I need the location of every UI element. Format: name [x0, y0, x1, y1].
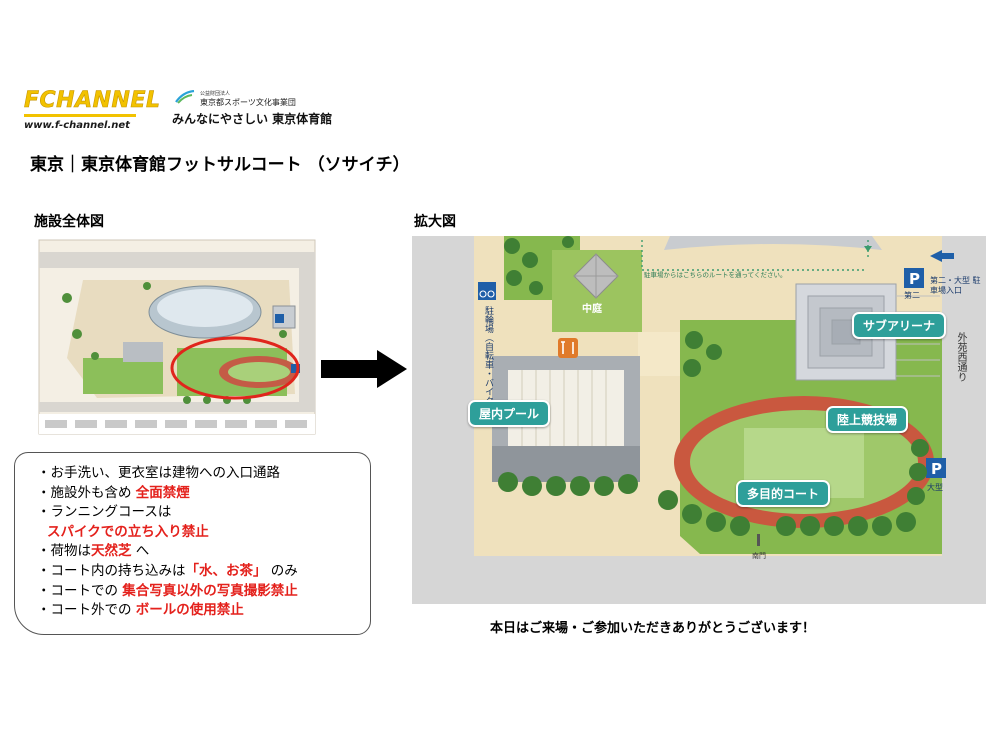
overview-map-illustration [37, 238, 317, 436]
indoor-pool-label: 屋内プール [468, 400, 551, 427]
rule-item: ・お手洗い、更衣室は建物への入口通路 [37, 464, 298, 484]
rule-text: ・荷物は [37, 543, 91, 560]
second-label: 第二 [904, 290, 920, 300]
parking-2nd-entrance-label: 第二・大型 駐車場入口 [930, 276, 981, 295]
rule-text: ・お手洗い、更衣室は建物への入口通路 [37, 465, 280, 481]
gaien-nishi-street-label: 外苑西通り [955, 332, 966, 382]
rule-item: ・荷物は天然芝 へ [37, 542, 298, 562]
rule-item: スパイクでの立ち入り禁止 [37, 523, 298, 543]
route-note-label: 駐車場からはこちらのルートを通ってください。 [644, 270, 786, 279]
athletics-stadium-label: 陸上競技場 [826, 406, 909, 433]
rule-item: ・施設外も含め 全面禁煙 [37, 484, 298, 504]
south-gate-label: 南門 [752, 551, 766, 560]
fchannel-url: www.f-channel.net [24, 120, 130, 131]
rule-highlight-text: 「水、お茶」 [185, 562, 267, 579]
multipurpose-court-label: 多目的コート [736, 480, 831, 507]
sub-arena-label: サブアリーナ [852, 312, 947, 339]
thanks-message: 本日はご来場・ご参加いただきありがとうございます！ [490, 621, 816, 636]
rule-text: ・コートでの [37, 582, 123, 599]
page-title: 東京｜東京体育館フットサルコート （ソサイチ） [30, 155, 410, 175]
rule-highlight-text: ボールの使用禁止 [135, 602, 244, 619]
rules-list: ・お手洗い、更衣室は建物への入口通路・施設外も含め 全面禁煙・ランニングコースは… [37, 464, 298, 621]
section-title-overall: 施設全体図 [34, 214, 104, 230]
bike-parking-label: 駐輪場（自転車・バイク） [483, 306, 493, 414]
rule-text: ・ランニングコースは [37, 504, 172, 521]
rule-highlight-text: 集合写真以外の写真撮影禁止 [122, 582, 298, 599]
tmg-facility-name: みんなにやさしい 東京体育館 [172, 112, 333, 126]
rule-item: ・コート内の持ち込みは「水、お茶」 のみ [37, 562, 298, 582]
courtyard-label: 中庭 [582, 302, 603, 315]
tmg-org-name: 東京都スポーツ文化事業団 [200, 98, 296, 107]
rule-text: ・コート内の持ち込みは [37, 562, 186, 579]
tmg-mark-icon [175, 90, 195, 104]
fchannel-logo: FCHANNEL www.f-channel.net [22, 88, 161, 136]
section-title-zoom: 拡大図 [414, 214, 456, 230]
large-parking-label: 大型 [927, 482, 943, 492]
fchannel-logo-underline [24, 114, 136, 117]
fchannel-logo-text: FCHANNEL [24, 88, 161, 114]
facility-overview-map [37, 238, 317, 436]
zoomed-facility-map: P P 中庭 駐車場からはこちらのルートを通ってください。 第二 大型 南門 駐… [412, 236, 986, 604]
rule-item: ・コート外での ボールの使用禁止 [37, 601, 298, 621]
rule-item: ・コートでの 集合写真以外の写真撮影禁止 [37, 582, 298, 602]
rule-text: ・施設外も含め [37, 484, 136, 501]
parking-2nd-sign-text: P [909, 270, 920, 288]
tmg-small-label: 公益財団法人 [200, 91, 231, 97]
rule-text: のみ [266, 562, 298, 579]
tokyo-gymnasium-logo: 公益財団法人 東京都スポーツ文化事業団 みんなにやさしい 東京体育館 [172, 90, 362, 128]
rules-box: ・お手洗い、更衣室は建物への入口通路・施設外も含め 全面禁煙・ランニングコースは… [14, 452, 371, 635]
rule-highlight-text: 天然芝 [91, 543, 132, 560]
rule-text: へ [131, 543, 150, 560]
rule-highlight-text: 全面禁煙 [135, 484, 190, 501]
rule-item: ・ランニングコースは [37, 503, 298, 523]
rule-highlight-text: スパイクでの立ち入り禁止 [47, 523, 209, 540]
right-arrow-icon [321, 350, 407, 388]
rule-text: ・コート外での [37, 602, 136, 619]
parking-large-sign-text: P [931, 460, 942, 478]
